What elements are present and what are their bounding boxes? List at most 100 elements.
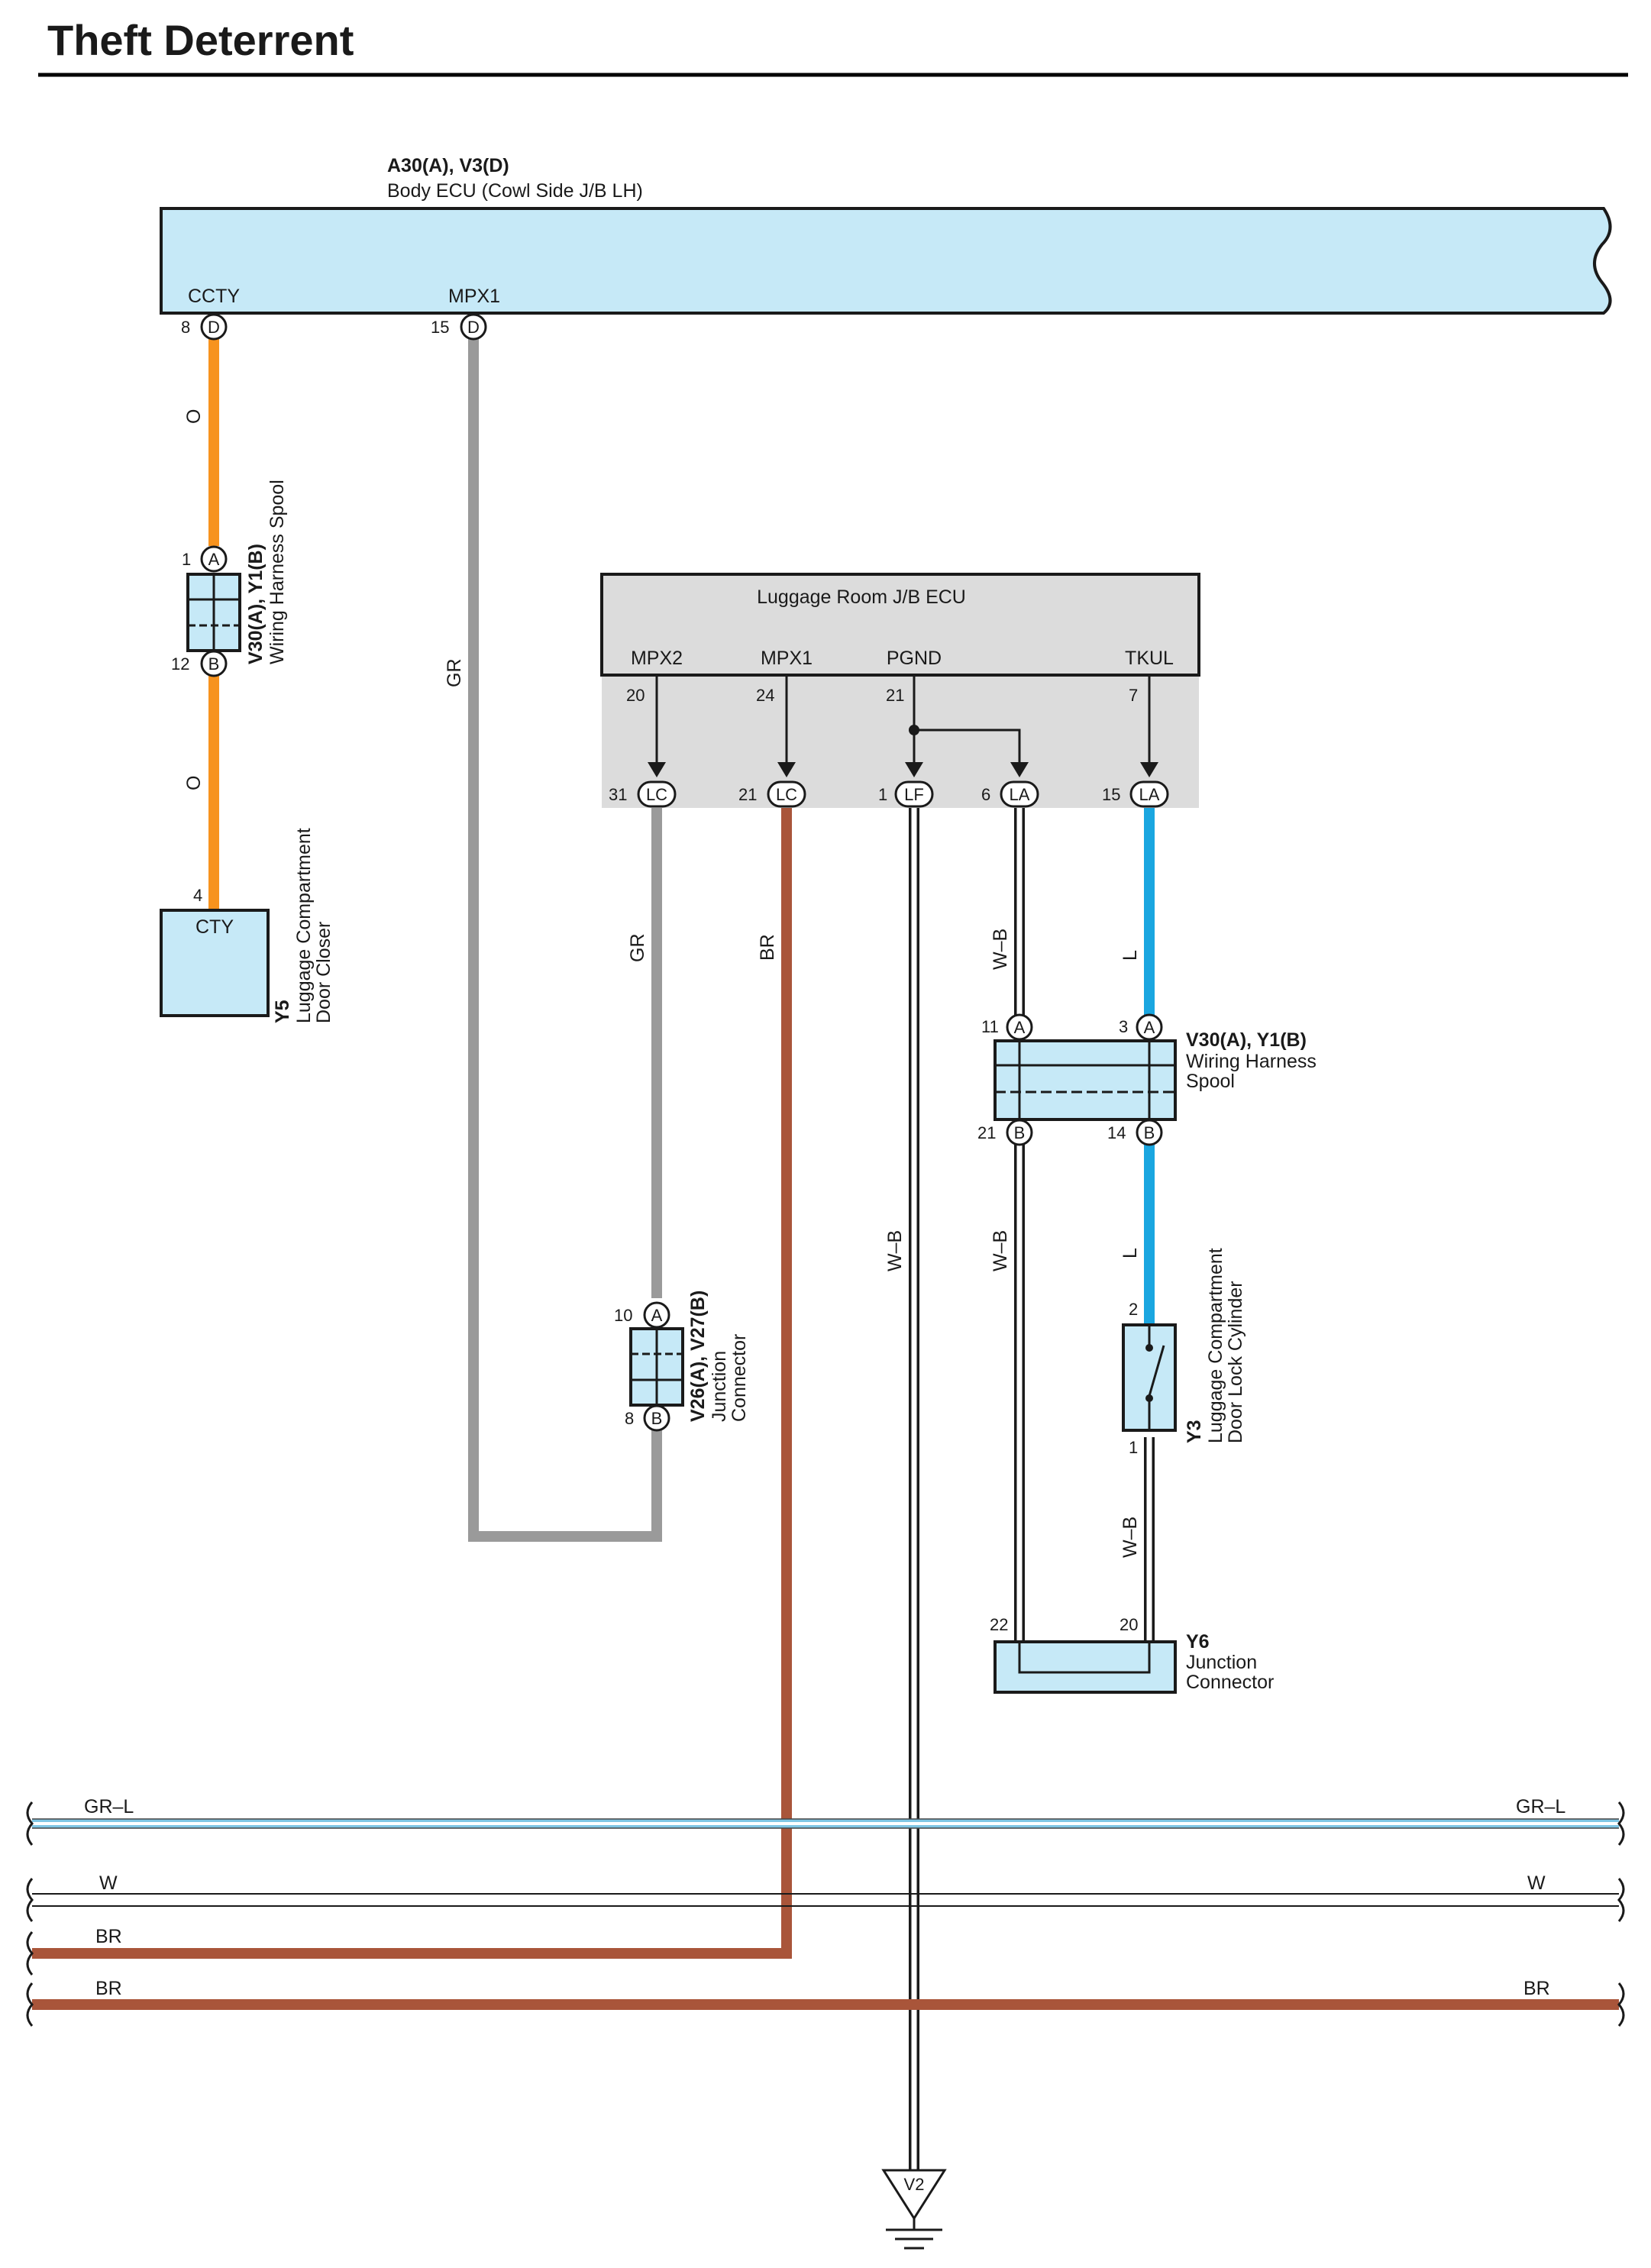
door-closer-box	[160, 909, 270, 1017]
body-ecu-pin-ccty: CCTY	[188, 286, 240, 307]
bus-label-br2-right: BR	[1523, 1978, 1550, 1999]
spool-right: 11 A 3 A 21 B 14 B V30(A), Y1(B) Wiring …	[977, 1013, 1317, 1146]
body-ecu-ccty-pin-no: 8	[181, 318, 190, 337]
junction-y6-line1: Junction	[1186, 1652, 1257, 1673]
jb-connector-lf1-conn: LF	[904, 785, 924, 804]
luggage-ecu-name: Luggage Room J/B ECU	[757, 586, 966, 608]
jb-connector-lc31: 31 LC	[609, 780, 677, 808]
spool-right-body	[994, 1039, 1177, 1121]
spool-right-code: V30(A), Y1(B)	[1186, 1029, 1307, 1051]
jb-connector-lc21-pin: 21	[738, 785, 757, 804]
wire-label-l-top: L	[1120, 950, 1141, 961]
jb-connector-la6-conn: LA	[1010, 785, 1030, 804]
body-ecu-connector-mpx1: 15 D	[431, 313, 487, 341]
lock-cylinder-pin-bottom: 1	[1129, 1438, 1138, 1457]
luggage-ecu-pin-tkul: TKUL	[1125, 648, 1174, 669]
junction-v26-conn-b: B	[651, 1409, 663, 1428]
door-closer-line2: Door Closer	[313, 922, 334, 1023]
bus-wire-w	[32, 1893, 1619, 1907]
junction-v26-line2: Connector	[729, 1334, 750, 1422]
spool-left: 1 A B 12 V30(A), Y1(B) Wiring Harness Sp…	[171, 480, 288, 677]
junction-y6-line2: Connector	[1186, 1672, 1274, 1693]
spool-left-conn-a: A	[208, 550, 220, 569]
jb-connector-lc21: 21 LC	[738, 780, 806, 808]
wire-label-wb-la-top: W–B	[990, 929, 1011, 970]
bus-label-br1-left: BR	[95, 1926, 122, 1947]
jb-connector-lf1-pin: 1	[878, 785, 887, 804]
junction-v26-line1: Junction	[709, 1351, 730, 1422]
jb-connector-la6: 6 LA	[981, 780, 1039, 808]
jb-connector-la15-conn: LA	[1139, 785, 1160, 804]
wire-brown-lc21	[32, 803, 792, 1959]
luggage-ecu-pin-no-20: 20	[626, 686, 645, 705]
junction-y6-pin-left: 22	[990, 1615, 1008, 1634]
page-title: Theft Deterrent	[47, 16, 354, 64]
body-ecu-connector-ccty: 8 D	[181, 313, 228, 341]
spool-right-pin-b2: 14	[1107, 1123, 1126, 1142]
bus-break-marks	[26, 1801, 1625, 2027]
spool-right-conn-a1: A	[1014, 1018, 1026, 1037]
bus-label-grl-right: GR–L	[1516, 1796, 1565, 1817]
ground-v2: V2	[881, 2169, 947, 2250]
ground-triangle-icon	[881, 2169, 947, 2221]
spool-right-pin-b1: 21	[977, 1123, 996, 1142]
wire-label-gr-lc: GR	[627, 934, 648, 963]
body-ecu-box	[160, 207, 1612, 315]
luggage-ecu-pin-no-7: 7	[1129, 686, 1138, 705]
door-closer-code: Y5	[272, 1000, 293, 1023]
junction-v26: 10 A B 8 V26(A), V27(B) Junction Connect…	[614, 1291, 750, 1432]
spool-right-conn-b2: B	[1144, 1123, 1155, 1142]
luggage-ecu-pin-mpx1: MPX1	[761, 648, 813, 669]
door-closer-pin: 4	[193, 886, 202, 905]
body-ecu-mpx1-conn: D	[467, 318, 480, 337]
body-ecu: A30(A), V3(D) Body ECU (Cowl Side J/B LH…	[160, 155, 1612, 315]
door-closer-line1: Luggage Compartment	[293, 828, 315, 1023]
luggage-jb-ecu-box	[600, 573, 1200, 677]
spool-right-pin-a1: 11	[981, 1017, 999, 1036]
body-ecu-name: Body ECU (Cowl Side J/B LH)	[387, 180, 643, 202]
junction-v26-pin-a: 10	[614, 1306, 632, 1325]
junction-v26-code: V26(A), V27(B)	[687, 1291, 709, 1422]
door-closer-y5: 4 CTY Y5 Luggage Compartment Door Closer	[160, 828, 334, 1023]
spool-right-conn-b1: B	[1014, 1123, 1026, 1142]
body-ecu-code: A30(A), V3(D)	[387, 155, 509, 176]
wire-label-wb-y3: W–B	[1120, 1517, 1141, 1558]
junction-v26-conn-a: A	[651, 1306, 663, 1325]
body-ecu-mpx1-pin-no: 15	[431, 318, 449, 337]
ground-symbol-icon	[886, 2228, 942, 2250]
wire-label-l-bottom: L	[1120, 1248, 1141, 1258]
spool-right-line2: Spool	[1186, 1071, 1235, 1092]
bus-label-w-right: W	[1527, 1872, 1546, 1894]
lock-cylinder-pin-top: 2	[1129, 1300, 1138, 1319]
wire-label-gr-long: GR	[444, 659, 465, 688]
spool-left-code: V30(A), Y1(B)	[245, 544, 267, 664]
spool-right-conn-a2: A	[1144, 1018, 1155, 1037]
jb-connector-lc31-pin: 31	[609, 785, 627, 804]
junction-y6: 22 20 Y6 Junction Connector	[990, 1615, 1274, 1694]
bus-label-w-left: W	[99, 1872, 118, 1894]
spool-left-name: Wiring Harness Spool	[267, 480, 288, 664]
wire-label-o2: O	[183, 776, 205, 790]
lock-cylinder-line2: Door Lock Cylinder	[1225, 1281, 1246, 1443]
spool-left-pin-a: 1	[182, 550, 191, 569]
junction-y6-code: Y6	[1186, 1631, 1210, 1653]
wire-gray-mpx1	[468, 336, 662, 1542]
jb-connector-la6-pin: 6	[981, 785, 990, 804]
spool-right-line1: Wiring Harness	[1186, 1051, 1317, 1072]
spool-left-pin-b: 12	[171, 654, 189, 674]
jb-connector-lc21-conn: LC	[776, 785, 797, 804]
bus-wire-grl	[32, 1818, 1619, 1829]
wire-label-o1: O	[183, 409, 205, 424]
jb-connector-lc31-conn: LC	[646, 785, 667, 804]
bus-label-br2-left: BR	[95, 1978, 122, 1999]
luggage-ecu-pin-no-21: 21	[886, 686, 904, 705]
jb-connector-la15: 15 LA	[1102, 780, 1169, 808]
bus-label-grl-left: GR–L	[84, 1796, 134, 1817]
junction-y6-pin-right: 20	[1120, 1615, 1138, 1634]
luggage-ecu-pin-no-24: 24	[756, 686, 774, 705]
luggage-ecu-pin-mpx2: MPX2	[631, 648, 683, 669]
wire-label-wb-lf: W–B	[884, 1230, 906, 1271]
luggage-jb-ecu: Luggage Room J/B ECU MPX2 MPX1 PGND TKUL…	[600, 573, 1200, 808]
lock-cylinder-switch-icon	[1148, 1345, 1165, 1397]
